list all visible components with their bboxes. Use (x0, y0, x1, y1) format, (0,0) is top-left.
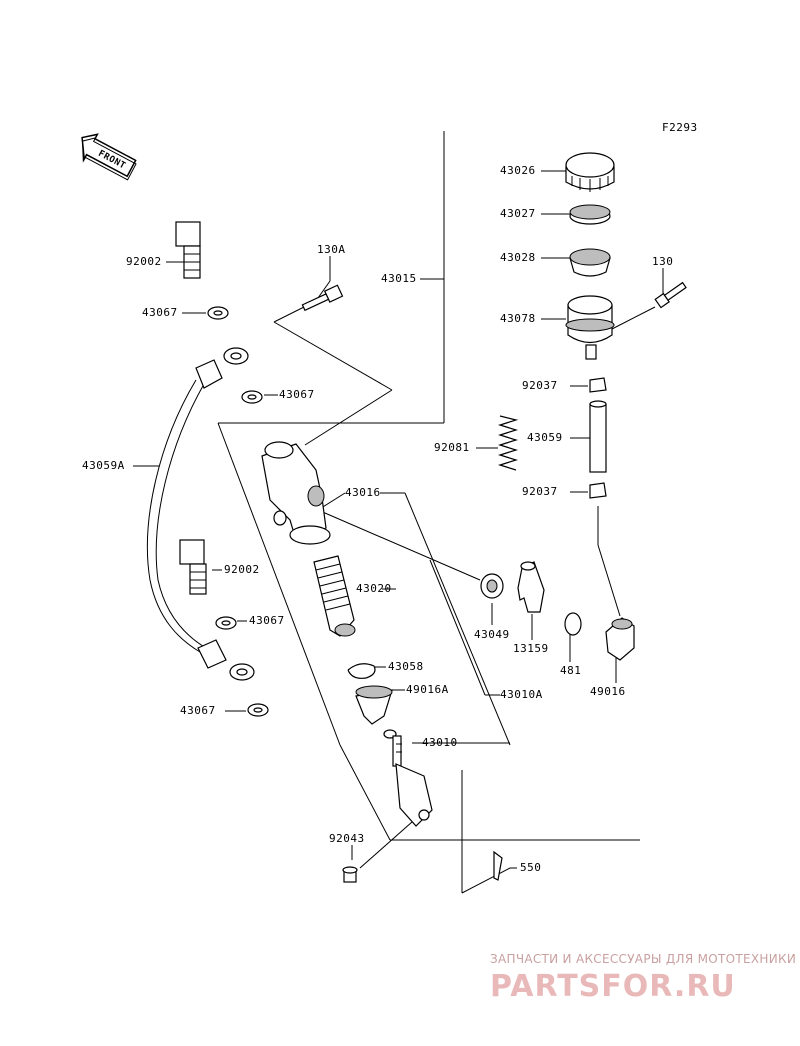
body-bolt (301, 284, 344, 312)
dust-boot (355, 685, 393, 725)
label-43058: 43058 (388, 660, 424, 673)
label-43067-4: 43067 (180, 704, 216, 717)
label-43015: 43015 (381, 272, 417, 285)
cap-plate (569, 204, 611, 225)
watermark-logo: PARTSFOR.RU (490, 969, 736, 1004)
label-43067-2: 43067 (279, 388, 315, 401)
label-92043: 92043 (329, 832, 365, 845)
label-43028: 43028 (500, 251, 536, 264)
banjo-bolt-lower (179, 539, 207, 595)
label-481: 481 (560, 664, 581, 677)
diaphragm (569, 248, 611, 277)
label-43016: 43016 (345, 486, 381, 499)
label-43010a: 43010A (500, 688, 543, 701)
label-43059a: 43059A (82, 459, 125, 472)
label-43049: 43049 (474, 628, 510, 641)
label-43026: 43026 (500, 164, 536, 177)
washer-1 (207, 306, 229, 320)
snap-ring (347, 663, 376, 679)
label-550: 550 (520, 861, 541, 874)
hose-fitting (605, 617, 635, 661)
part-labels: 43026 43027 43028 130 43078 92037 43059 … (82, 164, 673, 874)
label-43010: 43010 (422, 736, 458, 749)
reservoir-tank (565, 295, 615, 360)
label-92037-upper: 92037 (522, 379, 558, 392)
label-92002-upper: 92002 (126, 255, 162, 268)
label-49016a: 49016A (406, 683, 449, 696)
master-cylinder-body (261, 441, 331, 545)
label-43027: 43027 (500, 207, 536, 220)
piston-assembly (313, 555, 356, 637)
label-92037-lower: 92037 (522, 485, 558, 498)
washer-4 (247, 703, 269, 717)
grommet (480, 573, 504, 599)
label-130: 130 (652, 255, 673, 268)
banjo-bolt-upper (175, 221, 201, 279)
label-49016: 49016 (590, 685, 626, 698)
clevis-pin (342, 866, 358, 883)
push-rod (383, 729, 433, 827)
brake-hose (146, 347, 255, 681)
label-13159: 13159 (513, 642, 549, 655)
label-43059: 43059 (527, 431, 563, 444)
cotter-pin (493, 850, 503, 881)
label-92081: 92081 (434, 441, 470, 454)
label-43067-3: 43067 (249, 614, 285, 627)
hose-clamp-upper (589, 377, 607, 393)
leader-lines (133, 131, 664, 894)
label-92002-lower: 92002 (224, 563, 260, 576)
washer-3 (215, 616, 237, 630)
label-43020: 43020 (356, 582, 392, 595)
label-130a: 130A (317, 243, 346, 256)
piston-spring (497, 415, 519, 471)
hose-clamp-lower (589, 482, 607, 499)
front-arrow-icon: FRONT (81, 133, 137, 181)
washer-2 (241, 390, 263, 404)
circlip (564, 612, 582, 636)
watermark-caption: ЗАПЧАСТИ И АКСЕССУАРЫ ДЛЯ МОТОТЕХНИКИ (490, 952, 796, 966)
reservoir-cap (565, 152, 615, 192)
figure-code: F2293 (662, 121, 698, 134)
reservoir-hose (589, 400, 607, 473)
label-43078: 43078 (500, 312, 536, 325)
hose-joint (517, 561, 545, 613)
reservoir-bolt (654, 281, 687, 309)
label-43067-1: 43067 (142, 306, 178, 319)
